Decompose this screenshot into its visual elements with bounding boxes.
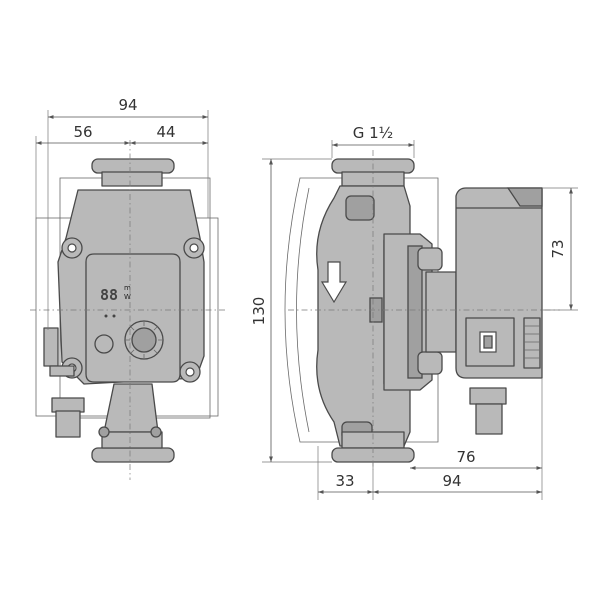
front-push-button [94,334,114,354]
front-view: 88 m W 94 56 [30,96,225,480]
display-unit-w: W [124,293,131,301]
side-motor-cooling-fins [523,317,541,369]
side-view: G 1½ 130 73 76 33 94 [250,124,578,500]
dimension-label-44: 44 [156,123,175,141]
led-indicator-2 [112,314,116,318]
front-bottom-flange [91,447,175,463]
side-motor-terminal-slot [483,335,493,349]
side-body-window-top [345,195,375,221]
dimension-label-94-front: 94 [118,96,137,114]
front-lug-top-right-hole [189,243,199,253]
front-lug-bottom-right-hole [185,367,195,377]
front-cable-gland-base [49,365,75,377]
dimension-label-130: 130 [250,297,268,326]
front-rotary-knob [124,320,164,360]
side-cable-connector-tail [475,403,503,435]
dimension-label-73: 73 [549,239,567,258]
front-bottom-bolt-right [150,426,162,438]
display-unit-m: m [124,284,131,292]
side-cable-connector [469,387,507,405]
dimension-label-94-side: 94 [442,472,461,490]
front-cable-connector [51,397,85,413]
dimension-label-76: 76 [456,448,475,466]
side-bolt-top [417,247,443,271]
dimension-label-thread: G 1½ [353,124,393,142]
front-top-flange [91,158,175,174]
dimension-label-33: 33 [335,472,354,490]
front-top-neck [101,171,163,187]
side-motor-cover-top [506,187,543,207]
dimension-label-56: 56 [73,123,92,141]
side-mounting-plate-inner [407,245,423,379]
front-cable-connector-tail [55,410,81,438]
front-lug-top-left-hole [67,243,77,253]
front-bottom-neck [103,383,159,433]
front-control-panel [85,253,181,383]
side-bolt-bottom [417,351,443,375]
front-cable-gland-cap [43,327,59,367]
flow-direction-arrow [320,261,348,304]
side-shaft-collar [425,271,457,353]
side-envelope-inner [296,187,310,433]
side-envelope-outline [284,177,439,443]
led-indicator-1 [104,314,108,318]
display-digits: 88 [100,286,118,304]
front-bottom-bolt-left [98,426,110,438]
front-bottom-flange-neck [101,431,163,449]
